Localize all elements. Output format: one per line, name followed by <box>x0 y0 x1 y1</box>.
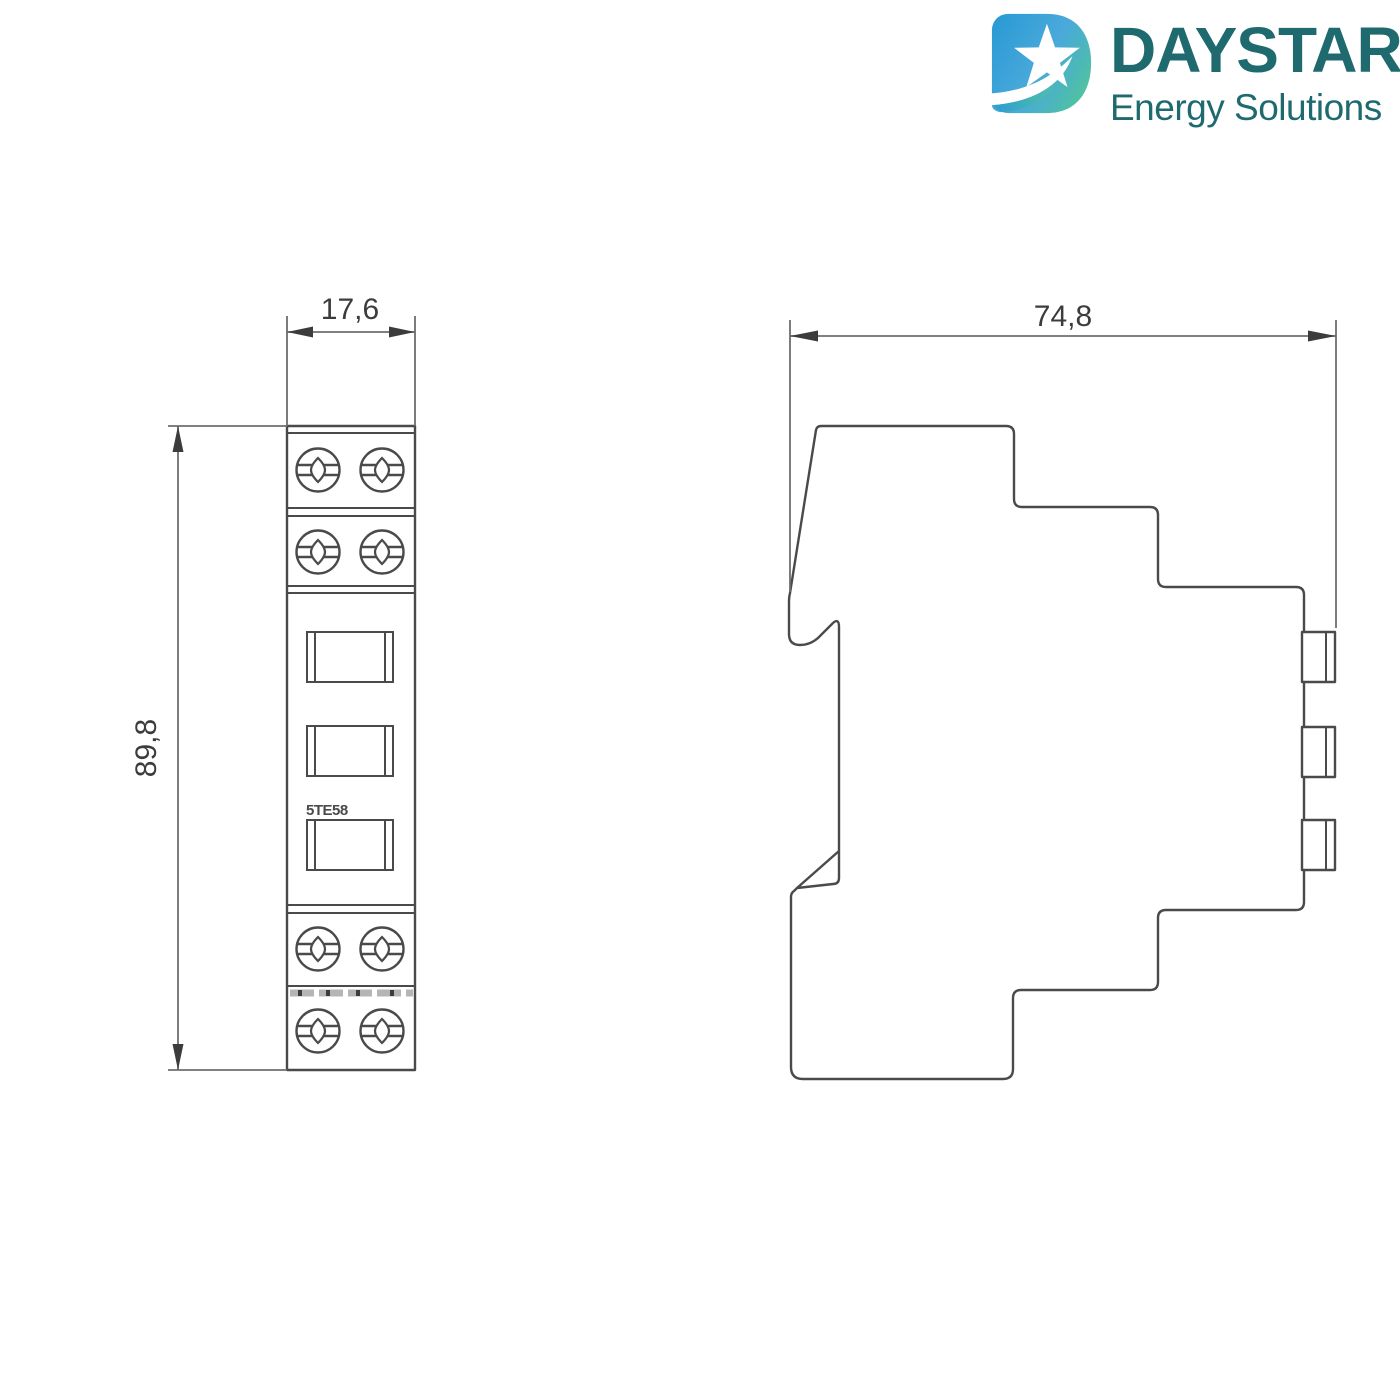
front-window-3 <box>306 819 394 871</box>
logo-wordmark: DAYSTAR Energy Solutions <box>1110 10 1400 126</box>
daystar-logo: DAYSTAR Energy Solutions <box>988 10 1400 126</box>
product-code-text: 5TE58 <box>306 802 348 819</box>
arrowhead-left-icon <box>790 330 818 342</box>
arrowhead-down-icon <box>172 1044 184 1070</box>
joint-tick <box>356 990 360 996</box>
side-body-outline <box>787 424 1306 1081</box>
din-clip-detail-line <box>796 850 840 889</box>
side-depth-label: 74,8 <box>1034 300 1092 333</box>
dimension-front-width: 17,6 <box>286 293 416 426</box>
front-view: 5TE58 <box>285 424 417 1072</box>
front-window-1 <box>306 631 394 683</box>
side-pin-1 <box>1300 630 1337 684</box>
dimension-front-height: 89,8 <box>130 425 287 1071</box>
joint-tick <box>390 990 394 996</box>
arrowhead-right-icon <box>389 326 415 338</box>
side-pin-3 <box>1300 818 1337 872</box>
dimension-side-depth: 74,8 <box>789 300 1337 628</box>
joint-tick <box>326 990 330 996</box>
logo-brand-text: DAYSTAR <box>1110 14 1400 86</box>
front-window-2 <box>306 725 394 777</box>
star-swoosh-icon <box>989 13 1092 114</box>
arrowhead-right-icon <box>1308 330 1336 342</box>
joint-tick <box>298 990 302 996</box>
side-view <box>787 424 1337 1081</box>
front-width-label: 17,6 <box>321 293 379 326</box>
side-pin-2 <box>1300 725 1337 779</box>
arrowhead-left-icon <box>287 326 313 338</box>
front-height-label: 89,8 <box>130 719 163 777</box>
arrowhead-up-icon <box>172 426 184 452</box>
logo-tagline-text: Energy Solutions <box>1110 87 1382 128</box>
